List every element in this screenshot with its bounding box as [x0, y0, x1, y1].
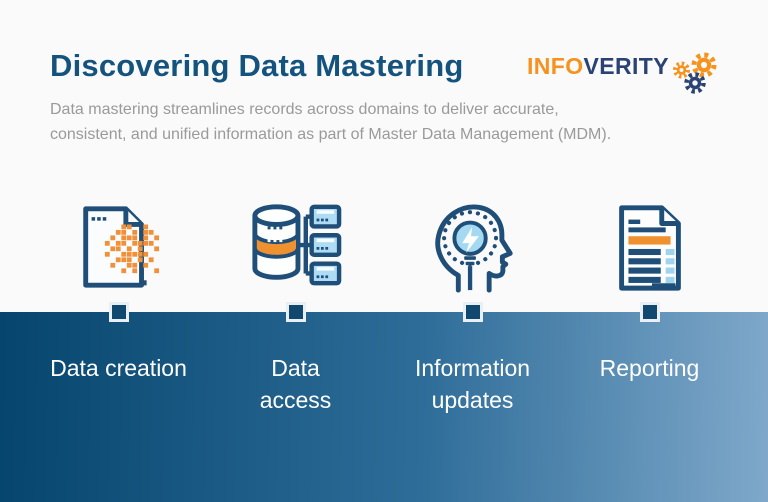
timeline-connector-square [108, 302, 129, 322]
timeline-connector-square [462, 302, 483, 322]
step-label: Data access [259, 355, 332, 414]
page-title: Discovering Data Mastering [50, 48, 464, 83]
timeline-connector-square [285, 302, 306, 322]
step-column-information-updates: Information updates [384, 302, 561, 416]
page-subtitle: Data mastering streamlines records acros… [50, 101, 612, 143]
step-icons-row [30, 200, 738, 294]
step-column-data-creation: Data creation [30, 302, 207, 416]
timeline-connector-square [639, 302, 660, 322]
head-lightbulb-icon [434, 204, 513, 293]
step-label: Data creation [50, 355, 187, 381]
logo-word-info: INFO [526, 53, 584, 79]
database-network-icon [251, 204, 341, 286]
step-column-reporting: Reporting [561, 302, 738, 416]
step-column-data-access: Data access [207, 302, 384, 416]
step-label: Reporting [599, 355, 700, 381]
logo-wordmark: INFOVERITY [527, 52, 669, 82]
timeline-grid: Data creation Data access Information up… [0, 302, 768, 416]
logo-word-verity: VERITY [583, 53, 669, 79]
timeline-band: Data creation Data access Information up… [0, 302, 768, 502]
pixel-document-icon [82, 206, 159, 288]
pixel-cluster [104, 224, 159, 274]
step-label: Information updates [414, 355, 531, 414]
report-document-icon [618, 205, 681, 291]
infoverity-logo: INFOVERITY [527, 52, 718, 96]
gears-icon [673, 52, 717, 94]
